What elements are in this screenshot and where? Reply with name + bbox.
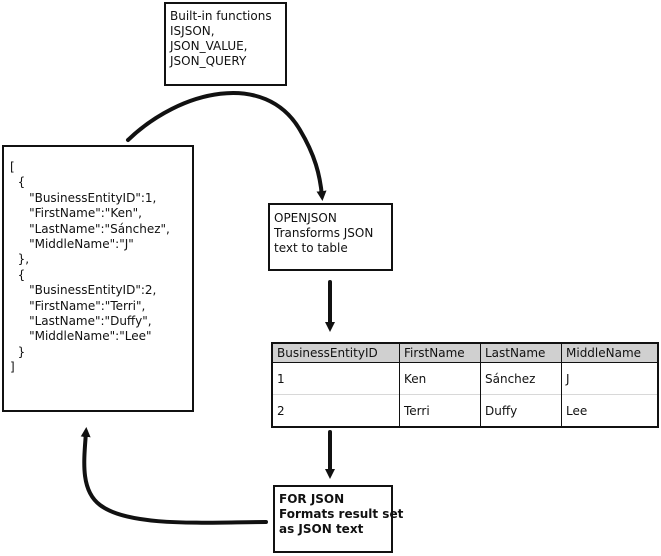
table-cell: 1 <box>271 362 400 395</box>
forjson-line-3: as JSON text <box>279 522 364 536</box>
forjson-line-2: Formats result set <box>279 507 404 521</box>
table-cell: Ken <box>399 362 481 395</box>
table-cell: 2 <box>271 394 400 427</box>
forjson-box: FOR JSON Formats result set as JSON text <box>273 485 404 553</box>
json-line: [ <box>10 160 15 174</box>
json-line: { <box>10 175 26 190</box>
header-lastname: LastName <box>480 342 562 363</box>
table-cell: Terri <box>399 394 481 427</box>
json-line: { <box>10 267 26 282</box>
openjson-line-2: Transforms JSON <box>274 226 374 240</box>
table-header-row: BusinessEntityID FirstName LastName Midd… <box>271 342 659 363</box>
arrow-forjson-to-json <box>80 427 268 525</box>
builtins-line-4: JSON_QUERY <box>170 54 247 68</box>
result-table: BusinessEntityID FirstName LastName Midd… <box>271 342 659 428</box>
json-line: "MiddleName":"Lee" <box>10 329 152 344</box>
table-cell: J <box>561 362 659 395</box>
json-text-box: [ { "BusinessEntityID":1, "FirstName":"K… <box>2 145 194 412</box>
builtins-line-1: Built-in functions <box>170 9 272 23</box>
json-line: "BusinessEntityID":1, <box>10 190 157 205</box>
header-middlename: MiddleName <box>561 342 659 363</box>
json-line: "FirstName":"Ken", <box>10 206 142 221</box>
openjson-box: OPENJSON Transforms JSON text to table <box>268 203 393 271</box>
table-cell: Lee <box>561 394 659 427</box>
json-line: "LastName":"Duffy", <box>10 314 152 329</box>
header-businessentityid: BusinessEntityID <box>271 342 400 363</box>
builtin-functions-box: Built-in functions ISJSON, JSON_VALUE, J… <box>164 2 287 86</box>
json-line: "BusinessEntityID":2, <box>10 283 157 298</box>
json-line: } <box>10 344 26 359</box>
json-line: "FirstName":"Terri", <box>10 298 146 313</box>
openjson-line-3: text to table <box>274 241 348 255</box>
builtins-line-2: ISJSON, <box>170 24 215 38</box>
table-cell: Duffy <box>480 394 562 427</box>
table-row: 2 Terri Duffy Lee <box>271 394 659 427</box>
builtins-line-3: JSON_VALUE, <box>170 39 248 53</box>
header-firstname: FirstName <box>399 342 481 363</box>
json-line: "LastName":"Sánchez", <box>10 221 170 236</box>
json-line: }, <box>10 252 30 267</box>
json-line: ] <box>10 360 15 375</box>
openjson-line-1: OPENJSON <box>274 211 337 225</box>
forjson-line-1: FOR JSON <box>279 492 345 506</box>
table-cell: Sánchez <box>480 362 562 395</box>
json-line: "MiddleName":"J" <box>10 237 134 252</box>
table-row: 1 Ken Sánchez J <box>271 362 659 395</box>
